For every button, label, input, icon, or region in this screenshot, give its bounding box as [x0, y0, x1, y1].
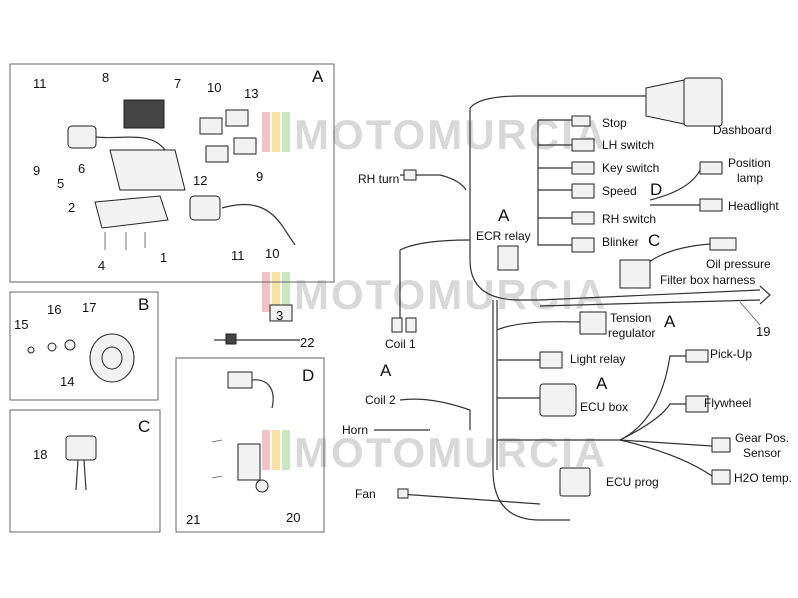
- panel-a: A 11 8 7 10 13 9 6 5 2 12 9 4 1 11 10: [9, 63, 335, 283]
- watermark-bottom: MOTOMURCIA: [262, 429, 607, 476]
- svg-text:Oil pressure: Oil pressure: [706, 257, 771, 271]
- svg-text:Coil 2: Coil 2: [365, 393, 396, 407]
- panel-b-letter: B: [138, 295, 149, 314]
- svg-text:Blinker: Blinker: [602, 235, 639, 249]
- svg-text:Sensor: Sensor: [743, 446, 781, 460]
- panel-b: B 15 16 17 14: [9, 291, 159, 401]
- svg-text:7: 7: [174, 76, 181, 91]
- svg-text:2: 2: [68, 200, 75, 215]
- svg-text:MOTOMURCIA: MOTOMURCIA: [294, 429, 607, 476]
- svg-text:11: 11: [231, 248, 245, 263]
- svg-text:19: 19: [756, 324, 770, 339]
- svg-text:Fan: Fan: [355, 487, 376, 501]
- svg-text:10: 10: [265, 246, 279, 261]
- svg-text:18: 18: [33, 447, 47, 462]
- svg-text:3: 3: [276, 308, 283, 323]
- svg-text:RH switch: RH switch: [602, 212, 656, 226]
- svg-text:17: 17: [82, 300, 96, 315]
- svg-text:regulator: regulator: [608, 326, 655, 340]
- svg-text:A: A: [498, 206, 510, 225]
- svg-text:1: 1: [160, 250, 167, 265]
- svg-text:22: 22: [300, 335, 314, 350]
- plate-part: [94, 195, 169, 229]
- svg-text:Headlight: Headlight: [728, 199, 779, 213]
- svg-text:Coil 1: Coil 1: [385, 337, 416, 351]
- svg-text:9: 9: [33, 163, 40, 178]
- svg-text:11: 11: [33, 76, 47, 91]
- sensor-part: [237, 443, 261, 481]
- svg-text:Gear Pos.: Gear Pos.: [735, 431, 789, 445]
- svg-text:6: 6: [78, 161, 85, 176]
- svg-text:MOTOMURCIA: MOTOMURCIA: [294, 271, 607, 318]
- svg-text:LH switch: LH switch: [602, 138, 654, 152]
- svg-text:RH turn: RH turn: [358, 172, 399, 186]
- watermark-middle: MOTOMURCIA: [262, 271, 607, 318]
- svg-text:15: 15: [14, 317, 28, 332]
- panel-c: C 18: [9, 409, 161, 533]
- watermark-top: MOTOMURCIA: [262, 111, 607, 158]
- regulator-part: [123, 99, 165, 129]
- svg-text:A: A: [380, 361, 392, 380]
- svg-text:Position: Position: [728, 156, 771, 170]
- svg-text:D: D: [650, 180, 662, 199]
- svg-text:Speed: Speed: [602, 184, 637, 198]
- svg-text:5: 5: [57, 176, 64, 191]
- panel-d: D 21 20: [175, 357, 325, 533]
- dashboard-connector: [645, 79, 685, 125]
- svg-text:A: A: [664, 312, 676, 331]
- svg-text:ECU prog: ECU prog: [606, 475, 659, 489]
- ecu-box-connector: [539, 383, 577, 417]
- svg-text:4: 4: [98, 258, 105, 273]
- svg-text:C: C: [648, 231, 660, 250]
- svg-text:Stop: Stop: [602, 116, 627, 130]
- svg-text:MOTOMURCIA: MOTOMURCIA: [294, 111, 607, 158]
- svg-text:ECU box: ECU box: [580, 400, 628, 414]
- svg-text:Dashboard: Dashboard: [713, 123, 772, 137]
- svg-text:16: 16: [47, 302, 61, 317]
- svg-text:Tension: Tension: [610, 311, 651, 325]
- svg-text:13: 13: [244, 86, 258, 101]
- panel-c-letter: C: [138, 417, 150, 436]
- panel-a-letter: A: [312, 67, 324, 86]
- main-harness: [374, 77, 771, 521]
- svg-text:12: 12: [193, 173, 207, 188]
- svg-text:10: 10: [207, 80, 221, 95]
- ecu-prog-connector: [559, 467, 591, 497]
- svg-text:21: 21: [186, 512, 200, 527]
- callout-letters: A D C A A A: [380, 180, 676, 393]
- svg-text:9: 9: [256, 169, 263, 184]
- svg-text:14: 14: [60, 374, 74, 389]
- svg-text:Horn: Horn: [342, 423, 368, 437]
- svg-text:20: 20: [286, 510, 300, 525]
- coil-part: [67, 125, 97, 149]
- svg-text:8: 8: [102, 70, 109, 85]
- svg-text:Light relay: Light relay: [570, 352, 625, 366]
- relay-part: [65, 435, 97, 461]
- harness-labels: Dashboard Stop LH switch Key switch Spee…: [342, 116, 792, 501]
- part-3-22: 3 22: [214, 304, 314, 350]
- bracket-part: [109, 149, 186, 191]
- svg-text:A: A: [596, 374, 608, 393]
- svg-text:ECR relay: ECR relay: [476, 229, 531, 243]
- svg-text:Key switch: Key switch: [602, 161, 659, 175]
- svg-text:lamp: lamp: [737, 171, 763, 185]
- svg-text:Pick-Up: Pick-Up: [710, 347, 752, 361]
- svg-text:Filter box harness: Filter box harness: [660, 273, 755, 287]
- panel-d-letter: D: [302, 366, 314, 385]
- svg-text:Flywheel: Flywheel: [704, 396, 751, 410]
- svg-text:H2O temp.: H2O temp.: [734, 471, 792, 485]
